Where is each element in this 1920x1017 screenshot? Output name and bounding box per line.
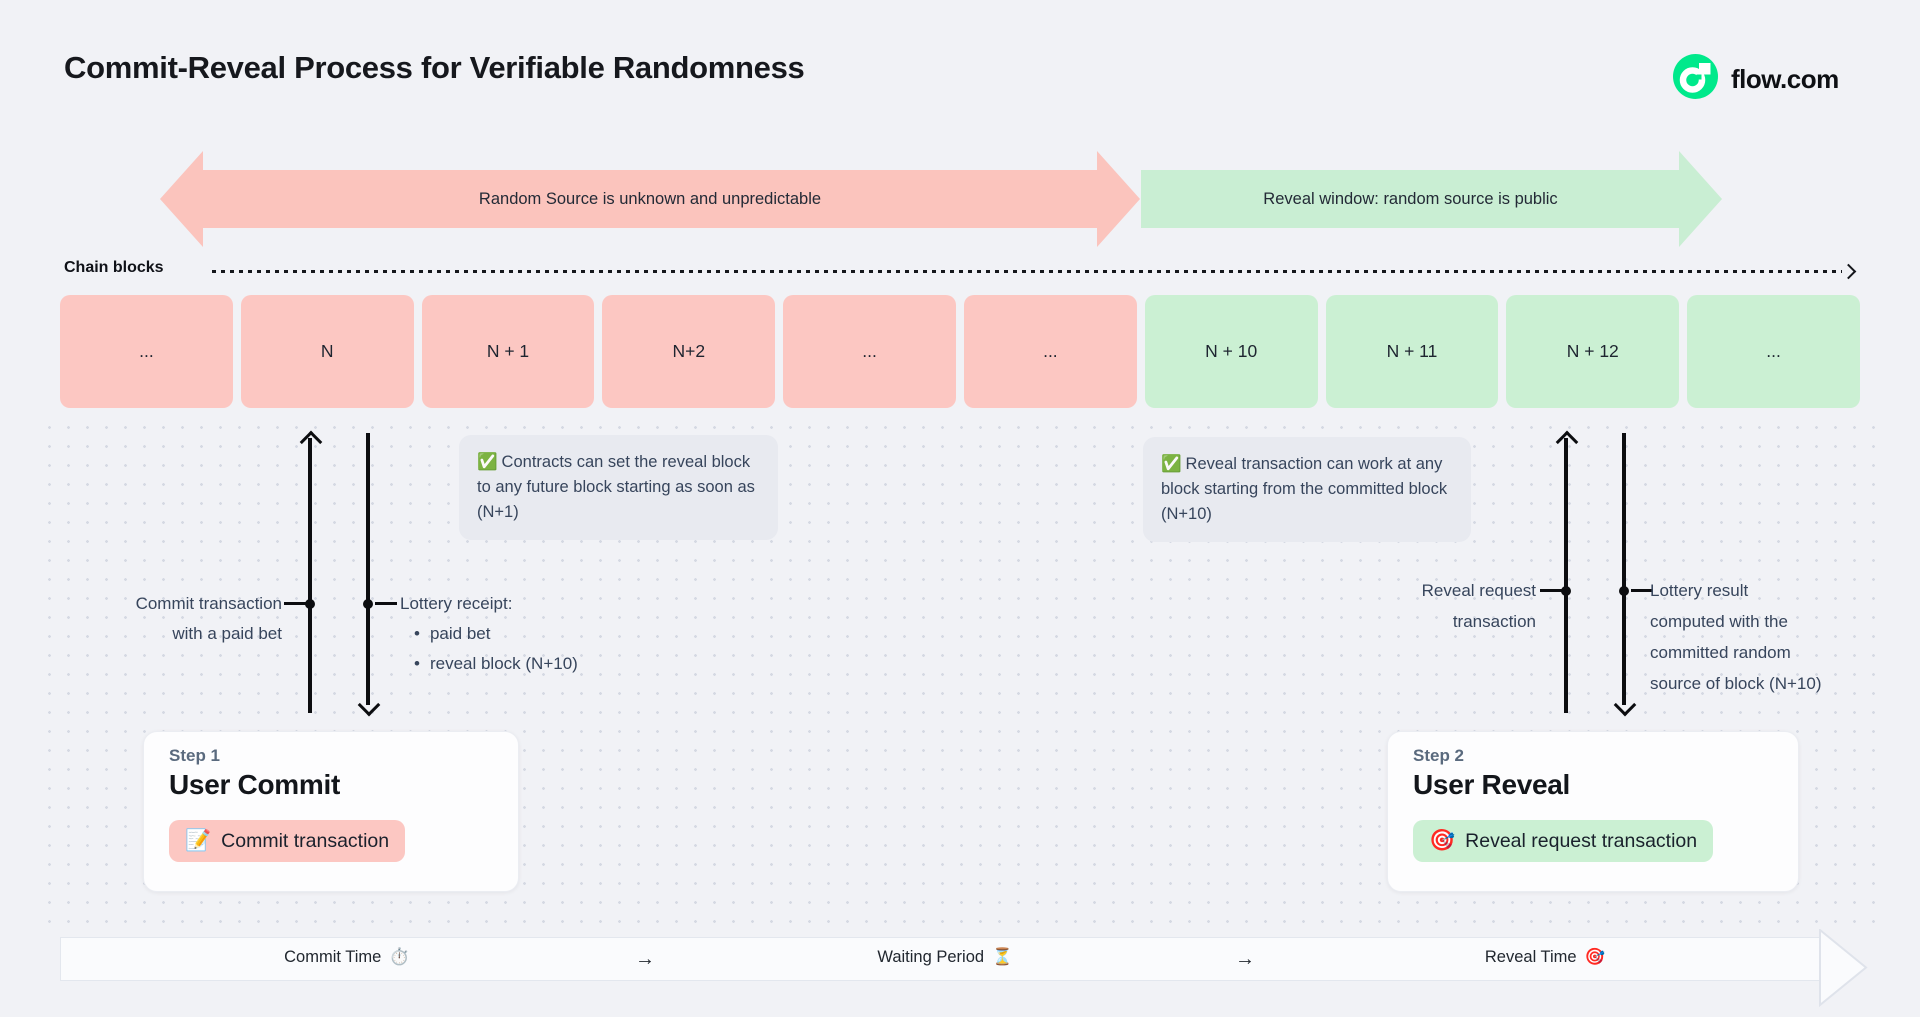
chain-line-arrow-icon <box>1840 263 1857 280</box>
chain-block: N <box>240 295 414 408</box>
brand-link[interactable]: flow.com <box>1673 54 1839 104</box>
arrowhead-left-icon <box>160 151 203 247</box>
chain-block: ... <box>783 295 956 408</box>
callout-reveal-window: ✅Reveal transaction can work at any bloc… <box>1143 437 1471 542</box>
connector-line <box>1540 589 1562 592</box>
chain-block: N + 1 <box>421 295 595 408</box>
brand-name: flow.com <box>1731 63 1839 94</box>
commit-transaction-label: Commit transaction with a paid bet <box>135 594 282 643</box>
connector-line <box>1631 589 1653 592</box>
phase-unknown-label: Random Source is unknown and unpredictab… <box>478 189 822 208</box>
hourglass-icon: ⏳ <box>992 948 1013 966</box>
step-card-commit: Step 1 User Commit 📝 Commit transaction <box>143 731 519 892</box>
chain-block: N + 11 <box>1325 295 1499 408</box>
target-icon: 🎯 <box>1584 948 1606 966</box>
connector-dot <box>1561 586 1571 596</box>
step-number-label: Step 2 <box>1413 746 1465 765</box>
timeline-arrow-icon: → <box>1235 948 1255 970</box>
connector-line <box>375 602 397 605</box>
chain-block: N+2 <box>602 295 776 408</box>
connector-dot <box>363 599 373 609</box>
chain-block: ... <box>1687 295 1860 408</box>
chain-blocks-row: ... N N + 1 N+2 ... ... N + 10 N + 11 N … <box>60 295 1860 408</box>
chain-block: ... <box>60 295 233 408</box>
bullet-item: • reveal block (N+10) <box>400 649 578 679</box>
arrowhead-right-icon <box>1679 151 1722 247</box>
bullet-icon: • <box>414 624 420 643</box>
flow-logo-icon <box>1673 54 1718 104</box>
check-icon: ✅ <box>477 453 498 471</box>
chain-dotted-line <box>212 270 1842 273</box>
arrowhead-right-icon <box>1097 151 1140 247</box>
lottery-result-label: Lottery result computed with the committ… <box>1650 581 1822 693</box>
page-title: Commit-Reveal Process for Verifiable Ran… <box>64 50 805 85</box>
stopwatch-icon: ⏱️ <box>389 948 410 966</box>
callout-commit-text: Contracts can set the reveal block to an… <box>477 453 755 521</box>
memo-icon: 📝 <box>185 829 212 852</box>
reveal-up-arrow <box>1564 438 1568 713</box>
pill-label: Commit transaction <box>221 829 390 852</box>
step-title: User Commit <box>169 769 340 800</box>
bullet-icon: • <box>414 654 420 673</box>
callout-commit-window: ✅Contracts can set the reveal block to a… <box>459 435 778 540</box>
timeline-item-waiting-period: Waiting Period ⏳ <box>877 948 1013 966</box>
connector-line <box>284 602 306 605</box>
check-icon: ✅ <box>1161 455 1182 473</box>
phase-arrow-unknown: Random Source is unknown and unpredictab… <box>160 151 1140 247</box>
chain-block: ... <box>963 295 1137 408</box>
step-number-label: Step 1 <box>169 746 221 765</box>
timeline-item-commit-time: Commit Time ⏱️ <box>284 948 410 966</box>
step-card-reveal: Step 2 User Reveal 🎯 Reveal request tran… <box>1387 731 1799 892</box>
reveal-request-label: Reveal request transaction <box>1421 581 1536 631</box>
chain-blocks-label: Chain blocks <box>64 259 164 276</box>
timeline-chevron-icon <box>1819 927 1873 1012</box>
commit-transaction-pill: 📝 Commit transaction <box>169 820 406 862</box>
connector-dot <box>305 599 315 609</box>
timeline-bar <box>60 937 1821 981</box>
timeline-arrow-icon: → <box>635 948 655 970</box>
phase-reveal-label: Reveal window: random source is public <box>1263 189 1558 208</box>
connector-dot <box>1619 586 1629 596</box>
lottery-receipt-label: Lottery receipt: • paid bet • reveal blo… <box>400 589 578 679</box>
step-title: User Reveal <box>1413 769 1571 800</box>
commit-up-arrow <box>308 438 312 713</box>
reveal-down-arrow <box>1622 433 1626 705</box>
commit-down-arrow <box>366 433 370 705</box>
bullet-item: • paid bet <box>400 619 578 649</box>
reveal-request-pill: 🎯 Reveal request transaction <box>1413 820 1714 862</box>
phase-arrow-reveal: Reveal window: random source is public <box>1141 151 1722 247</box>
lottery-receipt-title: Lottery receipt: <box>400 594 513 613</box>
chain-block: N + 10 <box>1144 295 1318 408</box>
callout-reveal-text: Reveal transaction can work at any block… <box>1161 455 1448 523</box>
pill-label: Reveal request transaction <box>1465 829 1698 852</box>
target-icon: 🎯 <box>1429 829 1456 852</box>
chain-block: N + 12 <box>1506 295 1680 408</box>
timeline-item-reveal-time: Reveal Time 🎯 <box>1484 948 1606 966</box>
